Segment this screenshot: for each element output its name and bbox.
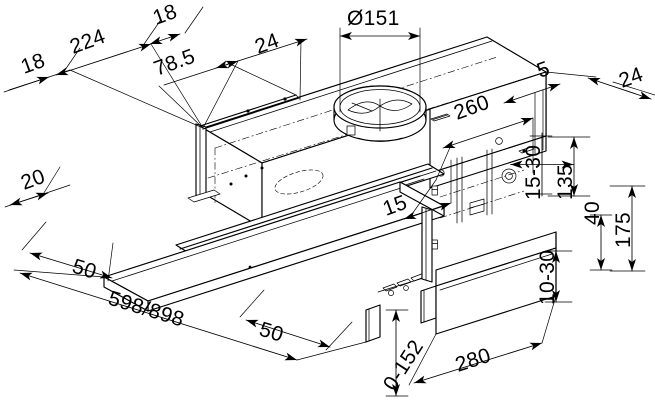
panel-clip <box>431 239 438 250</box>
dim-15-30: 15-30 <box>510 132 574 200</box>
dim-label: 24 <box>616 63 646 93</box>
flap-valve-leaf-right <box>379 99 413 111</box>
bracket-left-blade <box>195 123 207 199</box>
duct-outlet-collar <box>333 85 451 142</box>
dim-10-30: 10-30 <box>536 250 573 305</box>
dim-label: 10-30 <box>536 250 559 305</box>
fixing-hole <box>260 166 264 170</box>
terminal-block <box>469 198 485 216</box>
lower-skirt-box <box>435 231 557 335</box>
dim-label: 224 <box>67 25 109 59</box>
visor-rail <box>179 167 433 250</box>
canopy-top-seam <box>209 40 493 133</box>
dim-18-left: 18 <box>3 47 81 93</box>
dim-18-top: 18 <box>141 0 204 48</box>
fixing-hole <box>229 182 233 186</box>
fixing-hole <box>244 174 248 178</box>
dim-label: 24 <box>252 29 282 59</box>
rail-hole <box>283 97 287 101</box>
control-strip-edge <box>377 275 431 293</box>
dim-label: 15-30 <box>522 145 545 200</box>
mounting-bracket-right <box>421 206 433 283</box>
dim-20: 20 <box>4 165 71 208</box>
dim-label: 175 <box>612 212 635 248</box>
lamp-cutout-left <box>274 169 324 195</box>
grille-line <box>432 114 449 120</box>
dim-diameter-151: Ø151 <box>339 7 421 113</box>
bracket-cross-rail <box>199 94 300 130</box>
dim-78-5: 78.5 <box>151 45 239 129</box>
dim-24-top: 24 <box>215 29 308 101</box>
visor-right-post <box>420 285 437 324</box>
visor-detail-dot <box>248 265 252 269</box>
dim-224: 224 <box>55 25 204 129</box>
skirt-seam <box>439 253 553 291</box>
dim-50-right: 50 <box>239 289 353 351</box>
visor-seam <box>111 186 405 282</box>
dim-label: 18 <box>18 49 48 79</box>
dim-label: 50 <box>257 318 287 347</box>
dim-40: 40 <box>581 201 613 271</box>
motor-boss-inner <box>505 172 513 180</box>
dim-label: 50 <box>70 255 100 284</box>
bracket-right-blade <box>421 206 433 283</box>
dim-label: 20 <box>18 165 48 195</box>
bracket-left-foot <box>187 189 221 203</box>
dim-175: 175 <box>609 185 646 272</box>
dim-135: 135 <box>547 136 591 200</box>
control-knob <box>403 285 409 291</box>
dim-label: 40 <box>581 201 604 225</box>
motor-panel-hidden <box>439 190 525 219</box>
rail-hole <box>246 109 250 113</box>
collar-lug <box>346 125 356 136</box>
dim-label: 0-152 <box>379 336 428 395</box>
dim-label: Ø151 <box>347 7 400 30</box>
fitting-hole <box>522 149 526 153</box>
flap-edge <box>351 102 373 112</box>
dim-50-left: 50 <box>21 221 114 284</box>
dim-label: 78.5 <box>151 45 198 81</box>
panel-clip <box>431 185 438 196</box>
visor-left-post <box>365 304 381 343</box>
cross-rail-cap <box>295 94 300 99</box>
dim-24-right: 24 <box>545 63 655 100</box>
cross-rail-edge <box>202 97 300 130</box>
dim-label: 135 <box>554 164 577 200</box>
mounting-bracket-left <box>187 123 221 203</box>
motor-panel-hidden <box>439 169 525 198</box>
control-knob <box>388 290 394 296</box>
collar-foot <box>357 137 403 142</box>
screw-boss <box>495 137 503 145</box>
dim-label: 18 <box>150 0 180 30</box>
dim-label: 280 <box>452 344 493 377</box>
